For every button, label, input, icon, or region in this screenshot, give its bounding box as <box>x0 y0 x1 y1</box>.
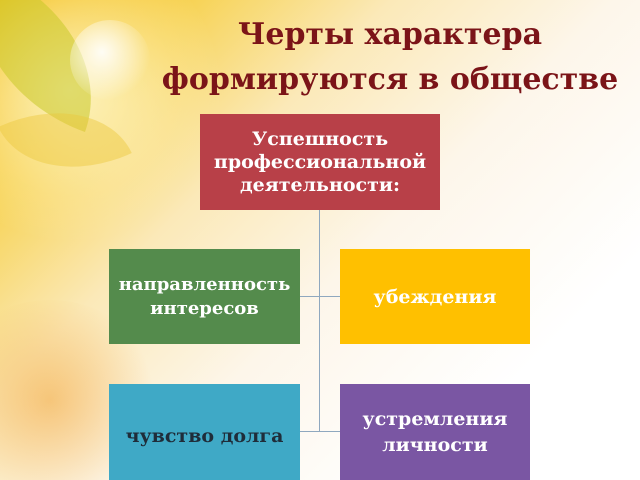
node-duty-box: чувство долга <box>109 384 300 480</box>
node-duty-label: чувство долга <box>125 425 284 447</box>
slide-title-line-2: формируются в обществе <box>161 62 619 97</box>
connector-vertical <box>319 210 320 432</box>
connector-branch <box>300 296 340 297</box>
node-beliefs-box: убеждения <box>340 249 530 344</box>
root-node-box: Успешность профессиональной деятельности… <box>200 114 440 210</box>
root-node-label: Успешность профессиональной деятельности… <box>213 127 427 196</box>
node-beliefs-label: убеждения <box>373 285 497 308</box>
connector-branch <box>300 431 340 432</box>
node-interests-label: направленность интересов <box>118 273 291 319</box>
background-bubble <box>70 20 150 100</box>
slide-title-line-1: Черты характера <box>237 17 543 52</box>
node-aspirations-box: устремления личности <box>340 384 530 480</box>
node-aspirations-label: устремления личности <box>362 408 508 456</box>
node-interests-box: направленность интересов <box>109 249 300 344</box>
